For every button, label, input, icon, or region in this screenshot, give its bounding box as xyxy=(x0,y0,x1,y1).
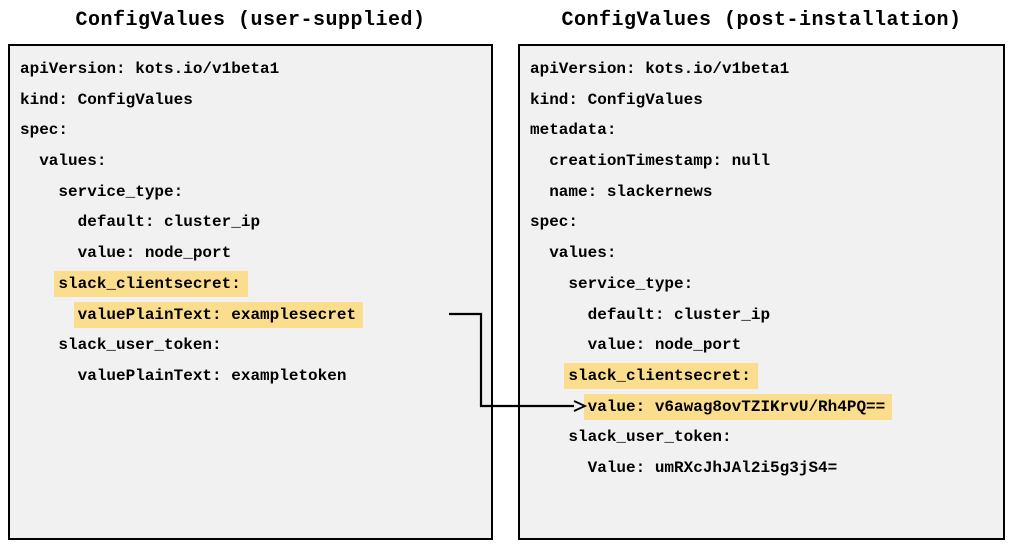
highlighted-yaml-text: value: v6awag8ovTZIKrvU/Rh4PQ== xyxy=(583,393,893,420)
yaml-text: valuePlainText: exampletoken xyxy=(77,366,347,385)
yaml-line: service_type: xyxy=(530,269,1003,300)
yaml-text: kind: ConfigValues xyxy=(530,90,703,109)
yaml-text: default: cluster_ip xyxy=(77,213,261,232)
yaml-text: slack_user_token: xyxy=(58,336,222,355)
yaml-line: values: xyxy=(530,238,1003,269)
yaml-text: spec: xyxy=(20,121,69,140)
yaml-line: name: slackernews xyxy=(530,177,1003,208)
yaml-text: apiVersion: kots.io/v1beta1 xyxy=(20,60,280,78)
yaml-text: kind: ConfigValues xyxy=(20,90,193,109)
yaml-line: slack_clientsecret: xyxy=(20,269,491,300)
yaml-text: slack_user_token: xyxy=(568,428,732,447)
yaml-line: kind: ConfigValues xyxy=(20,85,491,116)
yaml-line: value: v6awag8ovTZIKrvU/Rh4PQ== xyxy=(530,392,1003,423)
yaml-text: service_type: xyxy=(568,274,694,293)
yaml-line: values: xyxy=(20,146,491,177)
yaml-text: name: slackernews xyxy=(549,182,713,201)
user-supplied-config-panel: apiVersion: kots.io/v1beta1 kind: ConfigV… xyxy=(8,44,493,540)
yaml-line: slack_user_token: xyxy=(20,330,491,361)
yaml-line: service_type: xyxy=(20,177,491,208)
yaml-line: spec: xyxy=(20,115,491,146)
highlighted-yaml-text: slack_clientsecret: xyxy=(54,270,248,297)
highlighted-yaml-text: slack_clientsecret: xyxy=(564,362,758,389)
yaml-line: valuePlainText: exampletoken xyxy=(20,361,491,392)
yaml-line: value: node_port xyxy=(530,330,1003,361)
post-installation-yaml-code: apiVersion: kots.io/v1beta1 kind: ConfigV… xyxy=(530,54,1003,484)
post-installation-config-panel: apiVersion: kots.io/v1beta1 kind: ConfigV… xyxy=(518,44,1005,540)
yaml-line: apiVersion: kots.io/v1beta1 xyxy=(530,54,1003,85)
yaml-text: value: node_port xyxy=(587,336,742,355)
yaml-text: metadata: xyxy=(530,121,617,140)
user-supplied-panel-title: ConfigValues (user-supplied) xyxy=(75,9,426,32)
yaml-text: values: xyxy=(39,152,107,171)
yaml-line: value: node_port xyxy=(20,238,491,269)
yaml-line: valuePlainText: examplesecret xyxy=(20,300,491,331)
post-installation-panel-title: ConfigValues (post-installation) xyxy=(561,9,962,32)
yaml-line: creationTimestamp: null xyxy=(530,146,1003,177)
yaml-line: kind: ConfigValues xyxy=(530,85,1003,116)
yaml-text: Value: umRXcJhJAl2i5g3jS4= xyxy=(587,458,838,477)
yaml-text: spec: xyxy=(530,213,579,232)
yaml-text: apiVersion: kots.io/v1beta1 xyxy=(530,60,790,78)
yaml-text: value: node_port xyxy=(77,244,232,263)
yaml-line: metadata: xyxy=(530,115,1003,146)
yaml-line: slack_clientsecret: xyxy=(530,361,1003,392)
highlighted-yaml-text: valuePlainText: examplesecret xyxy=(73,301,364,328)
yaml-text: values: xyxy=(549,244,617,263)
yaml-text: creationTimestamp: null xyxy=(549,152,771,171)
yaml-line: slack_user_token: xyxy=(530,422,1003,453)
yaml-line: apiVersion: kots.io/v1beta1 xyxy=(20,54,491,85)
yaml-text: default: cluster_ip xyxy=(587,305,771,324)
yaml-line: default: cluster_ip xyxy=(20,207,491,238)
yaml-line: spec: xyxy=(530,207,1003,238)
user-supplied-yaml-code: apiVersion: kots.io/v1beta1 kind: ConfigV… xyxy=(20,54,491,392)
yaml-line: default: cluster_ip xyxy=(530,300,1003,331)
yaml-text: service_type: xyxy=(58,182,184,201)
yaml-line: Value: umRXcJhJAl2i5g3jS4= xyxy=(530,453,1003,484)
